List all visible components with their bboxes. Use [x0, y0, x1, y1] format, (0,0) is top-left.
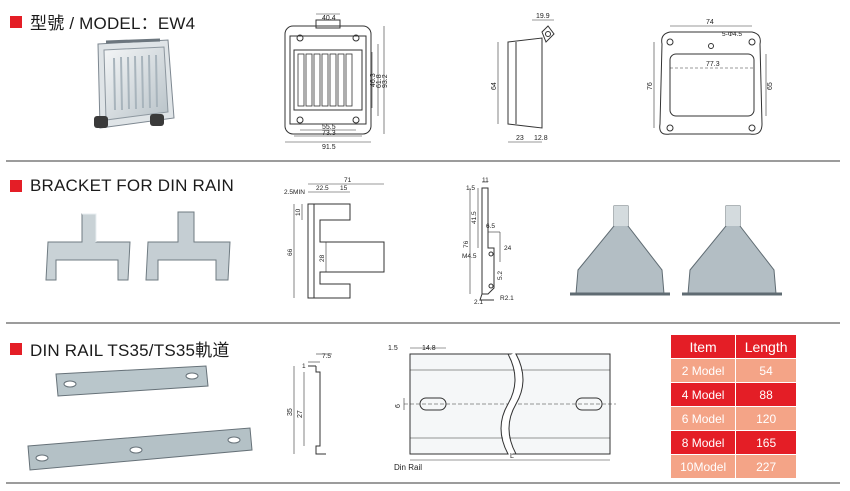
section-divider [6, 322, 840, 324]
front-dim-top: 40.4 [322, 15, 336, 22]
red-square-icon [10, 15, 22, 28]
table-header-length: Length [735, 334, 797, 359]
red-square-icon [10, 180, 22, 192]
section-divider [6, 160, 840, 162]
bracket-side-t1: 2.5MIN [284, 189, 305, 196]
table-cell-item: 2 Model [669, 358, 737, 383]
bracket-front-v2: 76 [463, 240, 470, 248]
rail-profile-drawing: 7.5 1 35 27 [287, 353, 332, 455]
side-dim-h: 64 [491, 82, 498, 90]
model-heading: 型號 / MODEL：EW4 [10, 9, 195, 34]
bracket-side-t4: 71 [344, 177, 352, 184]
back-dim-inner: 77.3 [706, 61, 720, 68]
bracket-front-v8: 2.1 [474, 299, 483, 306]
bracket-front-v3: 6.5 [486, 223, 495, 230]
bracket-front-v7: R2.1 [500, 295, 514, 302]
side-dim-b1: 23 [516, 135, 524, 142]
model-title: 型號 / MODEL：EW4 [30, 14, 196, 33]
rail-photo-long [27, 427, 253, 471]
table-row: 6 Model 120 [669, 406, 797, 431]
side-dim-top: 19.9 [536, 13, 550, 20]
bracket-front-t2: 1.5 [466, 185, 475, 192]
bracket-side-t2: 22.5 [316, 185, 329, 192]
table-row: 4 Model 88 [669, 382, 797, 407]
rail-title: DIN RAIL TS35/TS35軌道 [30, 341, 230, 360]
bracket-3d-left [570, 205, 670, 296]
section-divider [6, 482, 840, 484]
bracket-3d-right [682, 205, 782, 296]
front-dim-b2: 73.3 [322, 130, 336, 137]
front-view-drawing: 40.4 46.3 61.8 93.2 55.5 73.3 91.5 [284, 13, 389, 151]
rail-profile-v2: 27 [297, 410, 304, 418]
back-view-drawing: 74 5-Φ4.5 77.3 76 65 [647, 19, 774, 135]
table-cell-length: 54 [735, 358, 797, 383]
table-row: 8 Model 165 [669, 430, 797, 455]
rail-top-v1: 6 [395, 404, 402, 408]
rail-profile-t1: 7.5 [322, 353, 331, 360]
front-dim-h3: 93.2 [382, 74, 389, 88]
bracket-title: BRACKET FOR DIN RAIN [30, 176, 234, 195]
rail-top-drawing: 1.5 14.8 6 L Din Rail [388, 345, 616, 472]
rail-photo-short [55, 365, 209, 397]
bracket-front-v1: 41.5 [471, 211, 478, 224]
rail-top-t1: 1.5 [388, 345, 398, 352]
front-dim-b3: 91.5 [322, 144, 336, 151]
back-dim-top: 74 [706, 19, 714, 26]
rail-top-t2: 14.8 [422, 345, 436, 352]
bracket-side-t3: 15 [340, 185, 348, 192]
bracket-front-t1: 11 [482, 177, 489, 184]
bracket-front-drawing: 11 1.5 41.5 76 6.5 24 M4.5 5.2 R2.1 2.1 [462, 177, 514, 306]
enclosure-photo [94, 38, 175, 129]
rail-top-len: L [510, 453, 514, 460]
rail-top-caption: Din Rail [394, 463, 422, 472]
bracket-front-v4: 24 [504, 245, 512, 252]
bracket-side-drawing: 2.5MIN 22.5 15 71 10 66 28 [284, 177, 385, 299]
table-cell-item: 10Model [669, 454, 737, 479]
front-dim-b1: 55.5 [322, 124, 336, 131]
front-dim-h2: 61.8 [376, 74, 383, 88]
table-cell-length: 88 [735, 382, 797, 407]
bracket-side-v2: 66 [287, 248, 294, 256]
red-square-icon [10, 342, 22, 355]
side-dim-b2: 12.8 [534, 135, 548, 142]
table-cell-length: 120 [735, 406, 797, 431]
back-dim-holes: 5-Φ4.5 [722, 31, 742, 38]
bracket-side-v3: 28 [319, 254, 326, 262]
rail-heading: DIN RAIL TS35/TS35軌道 [10, 336, 230, 361]
bracket-photo-right [145, 211, 231, 281]
back-dim-h1: 76 [647, 82, 654, 90]
rail-profile-v1: 35 [287, 408, 294, 416]
bracket-front-v6: 5.2 [497, 271, 504, 280]
bracket-front-v5: M4.5 [462, 253, 477, 260]
table-cell-length: 227 [735, 454, 797, 479]
table-row: 2 Model 54 [669, 358, 797, 383]
table-cell-item: 8 Model [669, 430, 737, 455]
table-row: 10Model 227 [669, 454, 797, 479]
table-cell-length: 165 [735, 430, 797, 455]
front-dim-h1: 46.3 [370, 73, 377, 87]
rail-length-table: Item Length 2 Model 54 4 Model 88 6 Mode… [669, 334, 797, 479]
back-dim-h2: 65 [767, 82, 774, 90]
bracket-side-v1: 10 [295, 208, 302, 216]
rail-profile-t2: 1 [302, 363, 306, 370]
bracket-heading: BRACKET FOR DIN RAIN [10, 176, 234, 196]
table-header-item: Item [669, 334, 737, 359]
table-cell-item: 6 Model [669, 406, 737, 431]
side-view-drawing: 19.9 64 23 12.8 [491, 13, 555, 143]
table-cell-item: 4 Model [669, 382, 737, 407]
table-header-row: Item Length [669, 334, 797, 359]
bracket-photo-left [45, 213, 131, 281]
